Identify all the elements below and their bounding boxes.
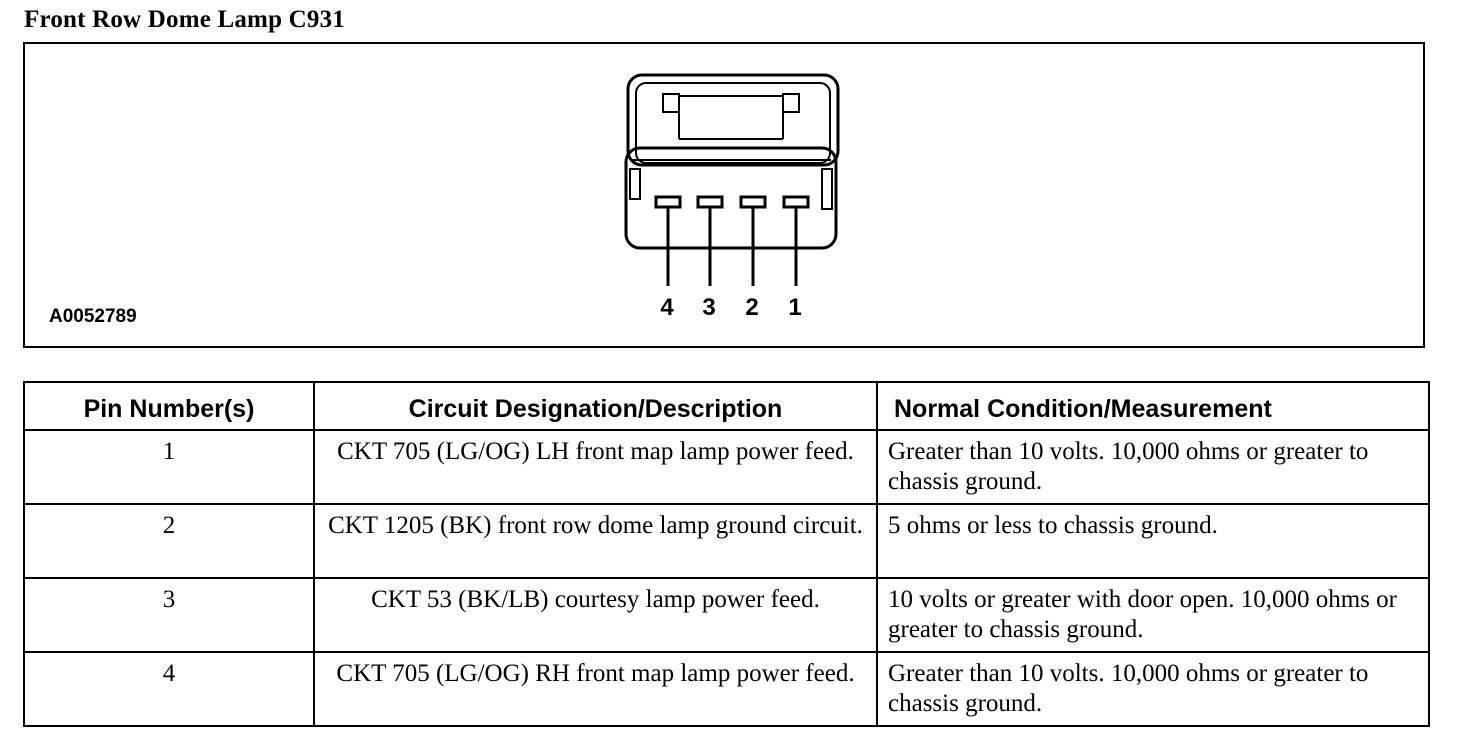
terminal-2 bbox=[739, 195, 767, 209]
pinout-table: Pin Number(s) Circuit Designation/Descri… bbox=[23, 381, 1430, 727]
condition-cell: Greater than 10 volts. 10,000 ohms or gr… bbox=[876, 651, 1430, 727]
condition-cell: 10 volts or greater with door open. 10,0… bbox=[876, 577, 1430, 653]
circuit-description-cell: CKT 53 (BK/LB) courtesy lamp power feed. bbox=[313, 577, 878, 653]
pin-number-cell: 3 bbox=[23, 577, 315, 653]
circuit-description-cell: CKT 705 (LG/OG) RH front map lamp power … bbox=[313, 651, 878, 727]
circuit-description-cell: CKT 1205 (BK) front row dome lamp ground… bbox=[313, 503, 878, 579]
condition-cell: 5 ohms or less to chassis ground. bbox=[876, 503, 1430, 579]
connector-key-left bbox=[629, 168, 641, 200]
terminal-4 bbox=[654, 195, 682, 209]
connector-diagram: 4 3 2 1 A0052789 bbox=[23, 42, 1425, 348]
pin-number-cell: 1 bbox=[23, 429, 315, 505]
condition-cell: Greater than 10 volts. 10,000 ohms or gr… bbox=[876, 429, 1430, 505]
connector-drawing bbox=[624, 73, 840, 286]
connector-latch-right bbox=[782, 93, 800, 113]
terminal-3 bbox=[696, 195, 724, 209]
header-normal-condition: Normal Condition/Measurement bbox=[876, 381, 1430, 431]
table-row: 4 CKT 705 (LG/OG) RH front map lamp powe… bbox=[23, 651, 1430, 727]
connector-inner-shell bbox=[635, 82, 831, 164]
connector-body bbox=[624, 146, 838, 250]
table-header-row: Pin Number(s) Circuit Designation/Descri… bbox=[23, 381, 1430, 431]
terminal-1 bbox=[782, 195, 810, 209]
page-title: Front Row Dome Lamp C931 bbox=[24, 6, 345, 33]
pin-label-3: 3 bbox=[702, 294, 716, 321]
pin-number-cell: 2 bbox=[23, 503, 315, 579]
circuit-description-cell: CKT 705 (LG/OG) LH front map lamp power … bbox=[313, 429, 878, 505]
table-row: 2 CKT 1205 (BK) front row dome lamp grou… bbox=[23, 503, 1430, 579]
pin-number-cell: 4 bbox=[23, 651, 315, 727]
pin-label-1: 1 bbox=[788, 294, 802, 321]
pin-label-4: 4 bbox=[660, 294, 674, 321]
connector-latch-left bbox=[662, 93, 680, 113]
pin-label-2: 2 bbox=[745, 294, 759, 321]
table-row: 1 CKT 705 (LG/OG) LH front map lamp powe… bbox=[23, 429, 1430, 505]
connector-key-right bbox=[821, 168, 833, 210]
header-pin-number: Pin Number(s) bbox=[23, 381, 315, 431]
figure-id: A0052789 bbox=[49, 306, 137, 327]
table-row: 3 CKT 53 (BK/LB) courtesy lamp power fee… bbox=[23, 577, 1430, 653]
header-circuit-description: Circuit Designation/Description bbox=[313, 381, 878, 431]
connector-outer-shell bbox=[626, 73, 840, 167]
